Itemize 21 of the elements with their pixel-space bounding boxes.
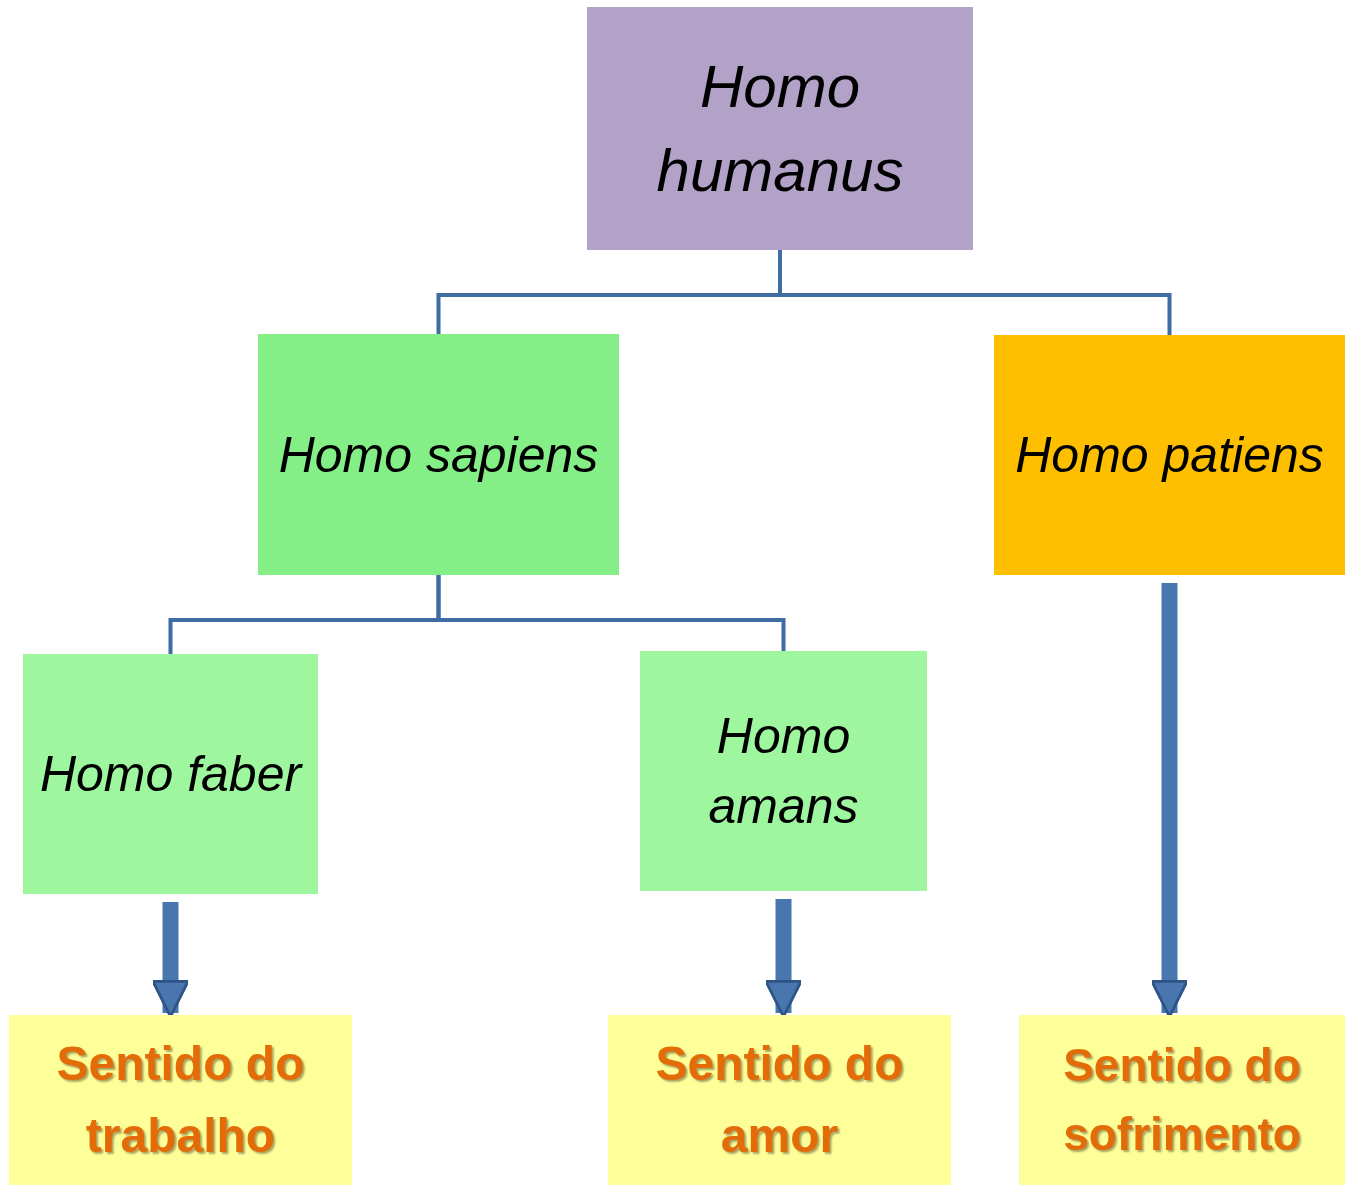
term-label: Homo faber bbox=[39, 745, 302, 804]
meaning-box bbox=[9, 1015, 352, 1185]
term-box bbox=[23, 654, 318, 894]
meaning-box bbox=[608, 1015, 951, 1185]
connector-line bbox=[436, 575, 786, 651]
meaning-box bbox=[1019, 1015, 1345, 1185]
term-box bbox=[587, 7, 973, 250]
connector-line bbox=[778, 250, 1172, 335]
block-arrow bbox=[764, 899, 803, 1018]
meaning-label: Sentido do amor bbox=[654, 1036, 905, 1164]
block-arrow bbox=[151, 902, 190, 1018]
term-box bbox=[258, 334, 619, 575]
term-label: Homo amans bbox=[707, 707, 860, 836]
term-box bbox=[994, 335, 1345, 575]
term-label: Homo patiens bbox=[1015, 426, 1324, 485]
meaning-label: Sentido do trabalho bbox=[55, 1036, 306, 1164]
meaning-label: Sentido do sofrimento bbox=[1062, 1038, 1302, 1162]
block-arrow bbox=[1150, 583, 1189, 1018]
term-label: Homo humanus bbox=[655, 51, 905, 206]
term-label: Homo sapiens bbox=[278, 425, 599, 485]
term-box bbox=[640, 651, 927, 891]
